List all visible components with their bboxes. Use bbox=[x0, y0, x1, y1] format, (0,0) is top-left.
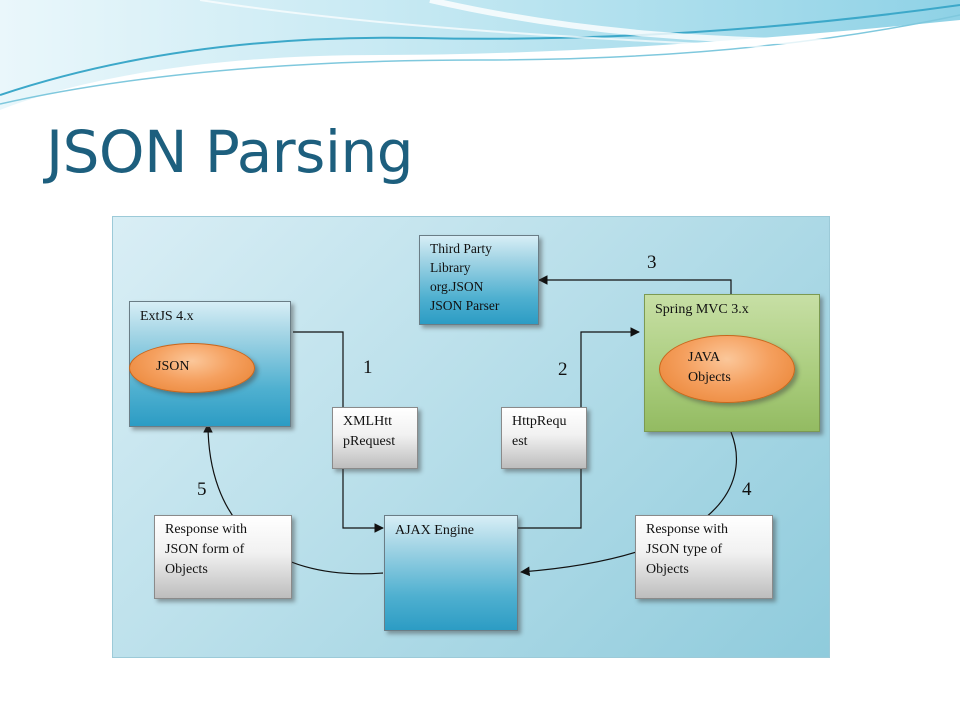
response-right-line-3: Objects bbox=[646, 562, 689, 577]
third-party-library-box: Third Party Library org.JSON JSON Parser bbox=[419, 235, 539, 325]
xmlhttprequest-box: XMLHtt pRequest bbox=[332, 407, 418, 469]
wave-header-decoration bbox=[0, 0, 960, 110]
response-right-line-2: JSON type of bbox=[646, 542, 723, 557]
step-number-5: 5 bbox=[197, 479, 207, 500]
response-left-line-3: Objects bbox=[165, 562, 208, 577]
step-number-3: 3 bbox=[647, 252, 657, 273]
ajax-engine-box: AJAX Engine bbox=[384, 515, 518, 631]
json-ellipse: JSON bbox=[129, 343, 255, 393]
ajax-engine-label: AJAX Engine bbox=[395, 523, 474, 538]
step-number-2: 2 bbox=[558, 359, 568, 380]
response-right-line-1: Response with bbox=[646, 522, 729, 537]
extjs-label: ExtJS 4.x bbox=[140, 309, 194, 324]
connector-spring-to-thirdparty bbox=[538, 275, 732, 294]
xmlhttprequest-line-2: pRequest bbox=[343, 434, 396, 449]
spring-mvc-label: Spring MVC 3.x bbox=[655, 302, 749, 317]
json-ellipse-label: JSON bbox=[156, 359, 190, 374]
java-objects-ellipse: JAVA Objects bbox=[659, 335, 795, 403]
java-objects-line-1: JAVA bbox=[688, 350, 721, 365]
httprequest-line-2: est bbox=[512, 434, 528, 449]
third-party-line-2: Library bbox=[430, 260, 471, 275]
response-left-box: Response with JSON form of Objects bbox=[154, 515, 292, 599]
step-number-4: 4 bbox=[742, 479, 752, 500]
java-objects-line-2: Objects bbox=[688, 370, 731, 385]
response-right-box: Response with JSON type of Objects bbox=[635, 515, 773, 599]
httprequest-box: HttpRequ est bbox=[501, 407, 587, 469]
slide-title: JSON Parsing bbox=[46, 118, 414, 186]
third-party-line-3: org.JSON bbox=[430, 279, 484, 294]
third-party-line-1: Third Party bbox=[430, 241, 492, 256]
step-number-1: 1 bbox=[363, 357, 373, 378]
httprequest-line-1: HttpRequ bbox=[512, 414, 567, 429]
json-parsing-diagram: Third Party Library org.JSON JSON Parser… bbox=[112, 216, 830, 658]
third-party-line-4: JSON Parser bbox=[430, 298, 500, 313]
response-left-line-2: JSON form of bbox=[165, 542, 245, 557]
response-left-line-1: Response with bbox=[165, 522, 248, 537]
xmlhttprequest-line-1: XMLHtt bbox=[343, 414, 392, 429]
